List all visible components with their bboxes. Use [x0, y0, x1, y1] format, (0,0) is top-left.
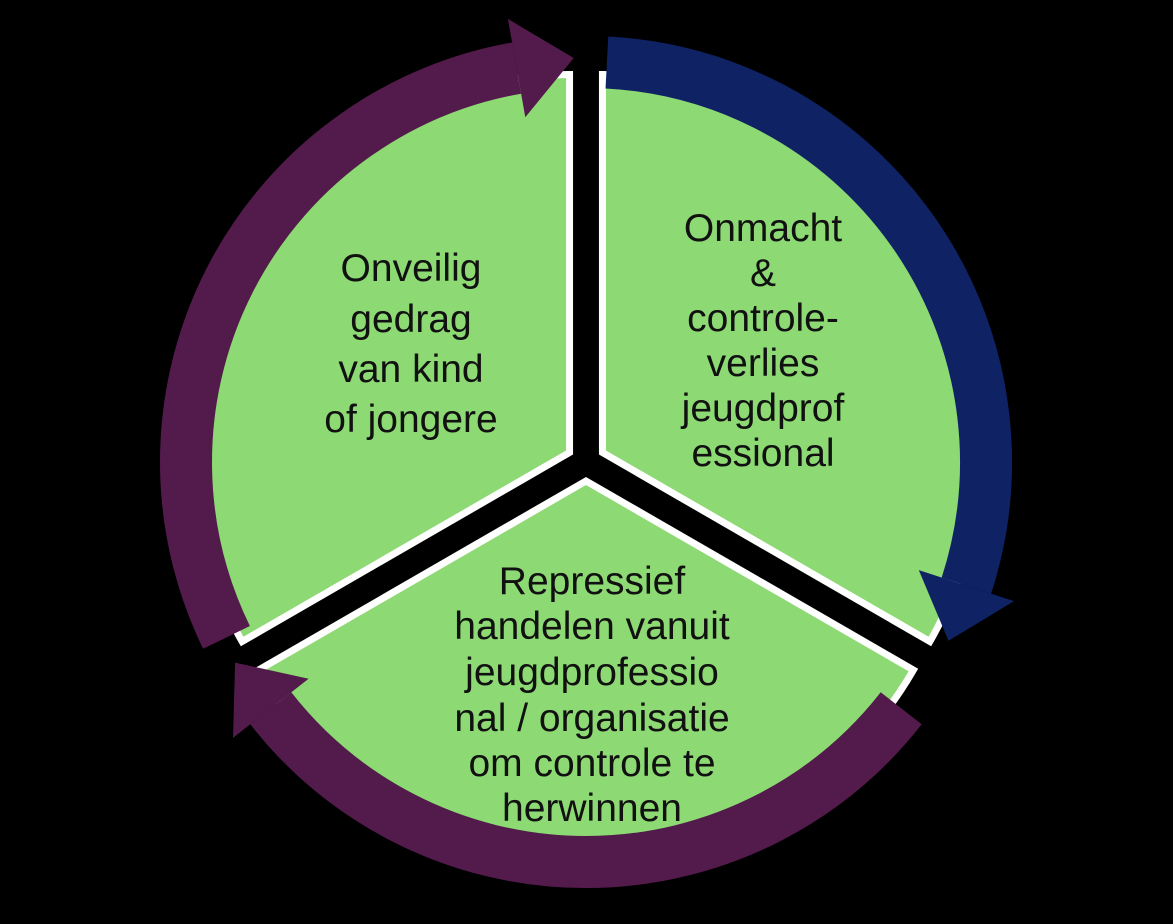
arrowhead-bottomright-navy-icon [918, 570, 1014, 641]
segment-onveilig-text: Onveilig gedrag van kind of jongere [324, 247, 497, 441]
segment-text-line: handelen vanuit [454, 605, 730, 648]
segment-repressief-text: Repressief handelen vanuit jeugdprofessi… [454, 560, 730, 830]
arrowhead-top-purple-icon [507, 18, 574, 118]
arrow-van-repressief-naar-onveilig [233, 662, 922, 889]
segment-text-line: jeugdprof [681, 387, 845, 430]
segment-text-line: van kind [338, 348, 483, 391]
segment-text-line: Repressief [499, 560, 686, 603]
segment-text-line: herwinnen [502, 787, 682, 830]
segment-onmacht-text: Onmacht & controle- verlies jeugdprof es… [681, 207, 845, 475]
segment-text-line: controle- [687, 297, 839, 340]
arrow-arc-right-navy [605, 36, 1012, 594]
arrow-arc-left-purple [160, 42, 522, 649]
arrowhead-bottomleft-purple-icon [233, 662, 309, 738]
arrow-arc-bottom-purple [250, 692, 922, 889]
segment-text-line: of jongere [324, 398, 497, 441]
segment-text-line: Onmacht [684, 207, 842, 250]
segment-text-line: essional [691, 432, 834, 475]
segment-text-line: om controle te [468, 742, 715, 785]
arrow-van-repressief-naar-onveilig-naar-onmacht [160, 18, 574, 649]
segment-text-line: jeugdprofessio [464, 651, 719, 694]
segment-text-line: nal / organisatie [454, 697, 729, 740]
arrow-van-onmacht-naar-repressief [605, 36, 1014, 641]
segment-text-line: Onveilig [341, 247, 482, 290]
segment-text-line: & [750, 252, 776, 295]
segment-text-line: gedrag [350, 298, 471, 341]
segment-text-line: verlies [707, 342, 820, 385]
